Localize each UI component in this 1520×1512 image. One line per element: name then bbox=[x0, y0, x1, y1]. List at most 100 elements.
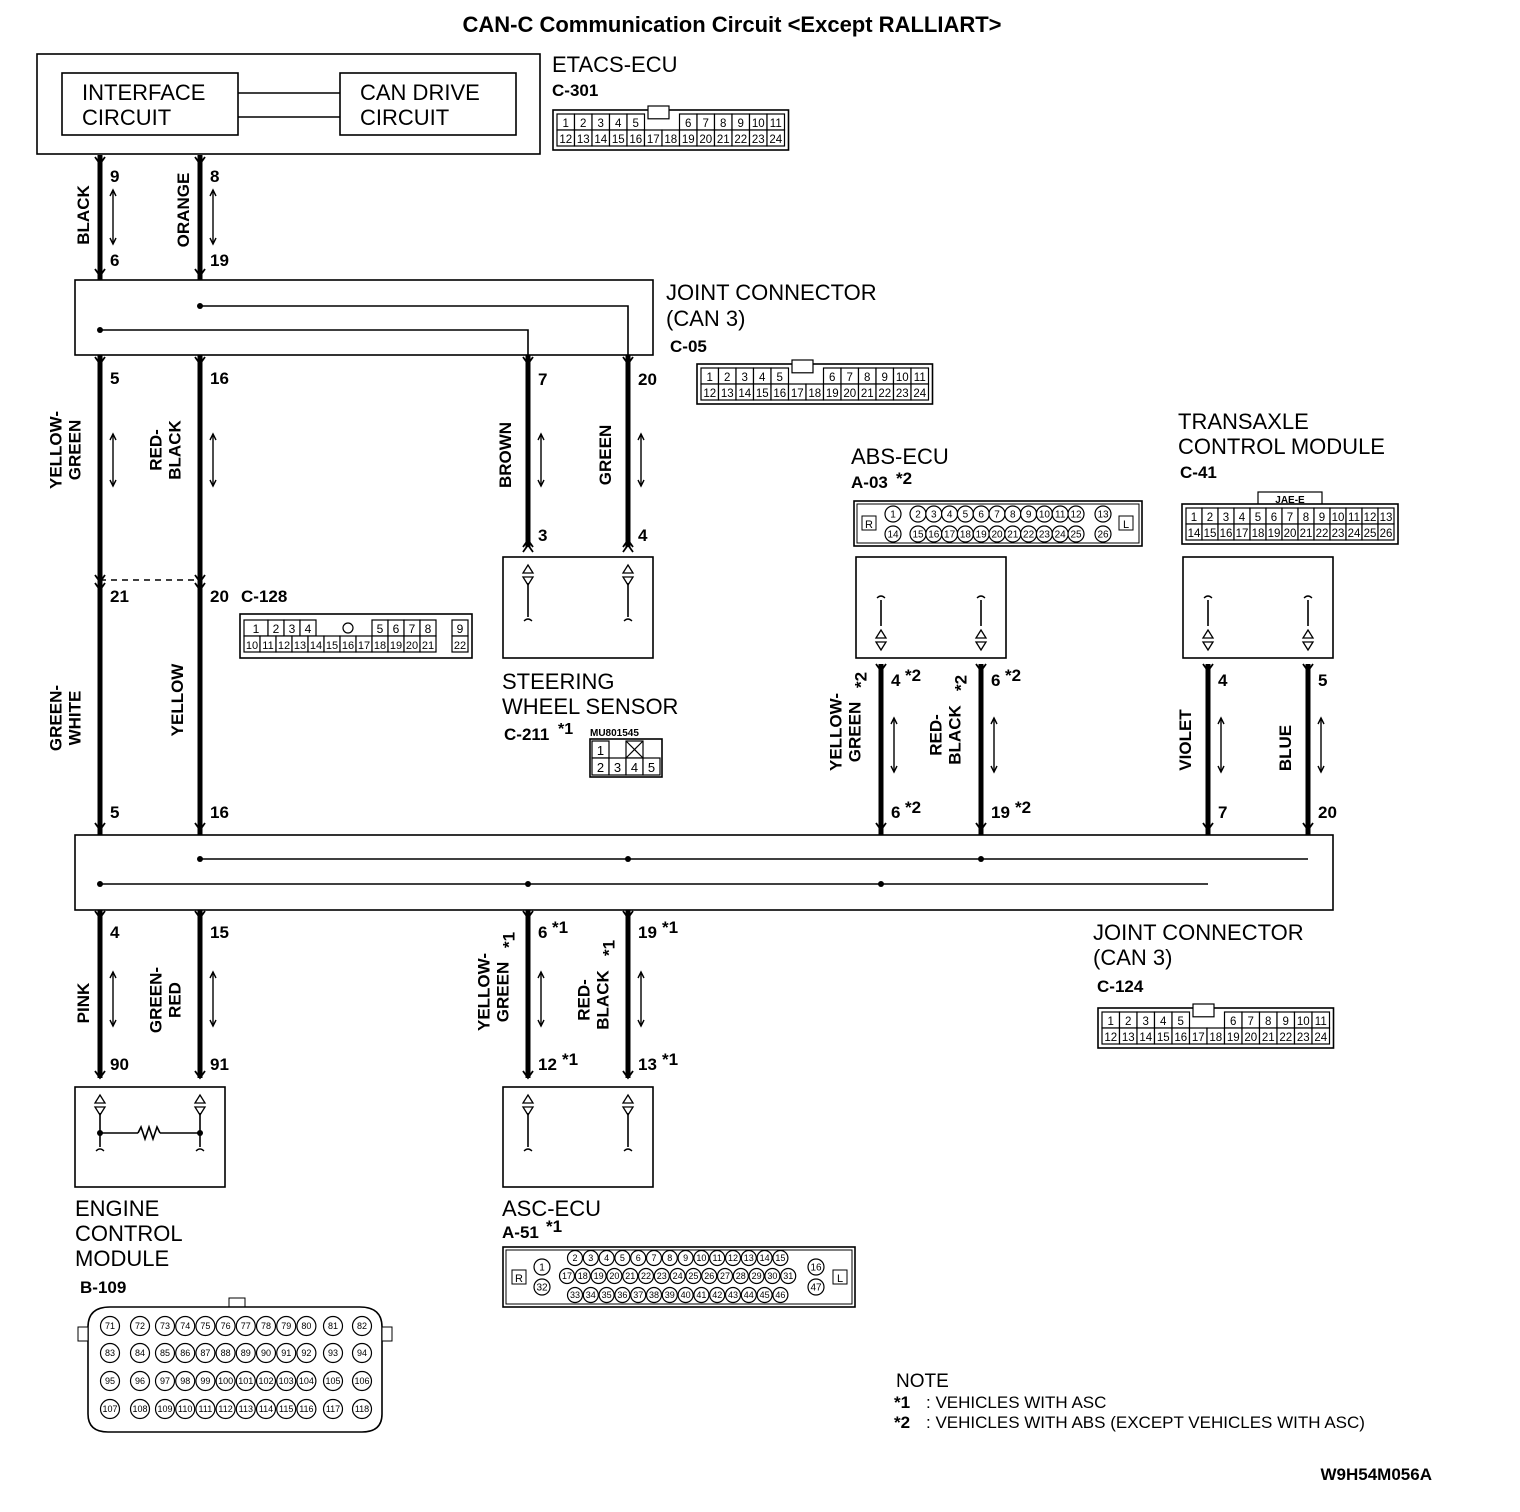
note-mark-2: *2 bbox=[894, 1413, 910, 1432]
b109-pin bbox=[175, 1370, 196, 1392]
a51-pin-label: 24 bbox=[673, 1271, 683, 1281]
c128-pin-label: 9 bbox=[457, 622, 464, 636]
conn-c05-pin-label: 1 bbox=[707, 372, 713, 384]
a51-pin-label: 5 bbox=[620, 1253, 625, 1263]
pin-mark: *2 bbox=[1015, 798, 1031, 817]
a03-pin-label: 26 bbox=[1097, 530, 1109, 541]
a03-side-box bbox=[1118, 515, 1134, 531]
c128-pin-label: 19 bbox=[390, 640, 402, 652]
a51-pin bbox=[693, 1286, 710, 1304]
conn-c05-pin-label: 6 bbox=[829, 372, 835, 384]
terminal-symbol bbox=[193, 1093, 207, 1104]
pin-mark: *1 bbox=[562, 1050, 578, 1069]
b109-pin bbox=[296, 1342, 317, 1364]
conn-c301-pin-label: 8 bbox=[720, 118, 726, 130]
wire-color-label: BROWN bbox=[496, 422, 515, 488]
a51-pin bbox=[772, 1286, 789, 1304]
b109-pin-label: 89 bbox=[241, 1348, 251, 1358]
pin-number: 20 bbox=[210, 587, 229, 606]
b109-pin-label: 94 bbox=[357, 1348, 367, 1358]
b109-pin-label: 99 bbox=[200, 1376, 210, 1386]
a51-pin-label: 45 bbox=[760, 1290, 770, 1300]
b109-pin bbox=[195, 1398, 216, 1420]
terminal-mark bbox=[622, 910, 634, 920]
wire-color-label: VIOLET bbox=[1176, 709, 1195, 771]
c211-pin-label: 4 bbox=[631, 760, 638, 775]
joint-connector-bottom: JOINT CONNECTOR (CAN 3) C-124 bbox=[74, 834, 1334, 996]
terminal-mark bbox=[94, 822, 106, 832]
note-line-1: : VEHICLES WITH ASC bbox=[926, 1393, 1106, 1412]
terminal-mark bbox=[622, 356, 634, 366]
wire-mark-label: *1 bbox=[500, 932, 519, 948]
a51-pin bbox=[756, 1249, 773, 1267]
conn-c05-pin-label: 2 bbox=[724, 372, 730, 384]
b109-pin-label: 86 bbox=[180, 1348, 190, 1358]
a51-pin-label: 1 bbox=[539, 1263, 545, 1274]
a51-pin-label: 38 bbox=[649, 1290, 659, 1300]
b109-pin bbox=[276, 1315, 297, 1337]
terminal-mark bbox=[622, 538, 634, 548]
tcm-name-1: TRANSAXLE bbox=[1178, 409, 1309, 434]
abs-connector-id: A-03 bbox=[851, 473, 888, 492]
conn-c124-pin-label: 4 bbox=[1160, 1016, 1167, 1028]
tcm-name-2: CONTROL MODULE bbox=[1178, 434, 1385, 459]
pin-number: 19 bbox=[991, 803, 1010, 822]
direction-arrow-head bbox=[990, 716, 998, 725]
b109-pin-label: 81 bbox=[328, 1321, 338, 1331]
conn-c301-pin-label: 5 bbox=[633, 118, 639, 130]
b109-pin bbox=[255, 1370, 277, 1392]
b109-pin bbox=[351, 1342, 373, 1364]
b109-pin bbox=[296, 1398, 317, 1420]
b109-pin-label: 80 bbox=[301, 1321, 311, 1331]
a51-pin bbox=[622, 1267, 639, 1285]
conn-c41-pin-label: 4 bbox=[1239, 512, 1246, 524]
a51-pin-label: 8 bbox=[667, 1253, 672, 1263]
conn-c41-pin-label: 22 bbox=[1316, 528, 1329, 540]
b109-pin bbox=[351, 1370, 373, 1392]
terminal-mark bbox=[522, 910, 534, 920]
conn-c05-pin-label: 7 bbox=[847, 372, 853, 384]
terminal-symbol bbox=[874, 641, 888, 652]
a51-pin bbox=[533, 1278, 551, 1296]
terminal-symbol bbox=[93, 1106, 107, 1117]
conn-c124-pin-label: 18 bbox=[1209, 1032, 1222, 1044]
conn-c05-pin-label: 4 bbox=[759, 372, 766, 384]
b109-pin-label: 110 bbox=[178, 1404, 192, 1414]
b109-pin-label: 85 bbox=[160, 1348, 170, 1358]
conn-c124-pin-label: 6 bbox=[1230, 1016, 1236, 1028]
pin-number: 4 bbox=[110, 923, 120, 942]
pin-number: 12 bbox=[538, 1055, 557, 1074]
internal-lead-end bbox=[623, 618, 633, 622]
wire-color-label: GREEN bbox=[66, 420, 85, 480]
conn-c124-pin-label: 23 bbox=[1297, 1032, 1310, 1044]
wire-color-label: PINK bbox=[74, 982, 93, 1023]
a51-pin bbox=[582, 1249, 599, 1267]
conn-c301-pin-label: 20 bbox=[699, 134, 712, 146]
terminal-mark bbox=[1302, 822, 1314, 832]
b109-pin bbox=[154, 1398, 176, 1420]
conn-c05-pin-label: 12 bbox=[703, 388, 716, 400]
conn-c301-pin-label: 3 bbox=[598, 118, 604, 130]
terminal-mark bbox=[1302, 663, 1314, 673]
b109-pin-label: 113 bbox=[239, 1404, 253, 1414]
steering-part-number: MU801545 bbox=[590, 728, 639, 739]
pin-number: 5 bbox=[1318, 671, 1327, 690]
a51-pin bbox=[693, 1249, 710, 1267]
b109-pin-label: 101 bbox=[238, 1376, 253, 1386]
b109-pin-label: 103 bbox=[279, 1376, 294, 1386]
internal-lead-end bbox=[1303, 595, 1313, 599]
conn-c05-pin-label: 3 bbox=[742, 372, 748, 384]
a51-pin bbox=[685, 1267, 702, 1285]
terminal-symbol bbox=[621, 563, 635, 574]
conn-c05-pin-label: 8 bbox=[864, 372, 870, 384]
a51-pin-label: 11 bbox=[713, 1253, 722, 1263]
conn-c301-pin-label: 7 bbox=[703, 118, 709, 130]
terminal-mark bbox=[94, 582, 106, 592]
b109-pin-label: 75 bbox=[200, 1321, 210, 1331]
conn-c124-key bbox=[1192, 1003, 1215, 1018]
conn-c41-pin-label: 3 bbox=[1223, 512, 1229, 524]
a51-side-left: R bbox=[515, 1273, 523, 1285]
